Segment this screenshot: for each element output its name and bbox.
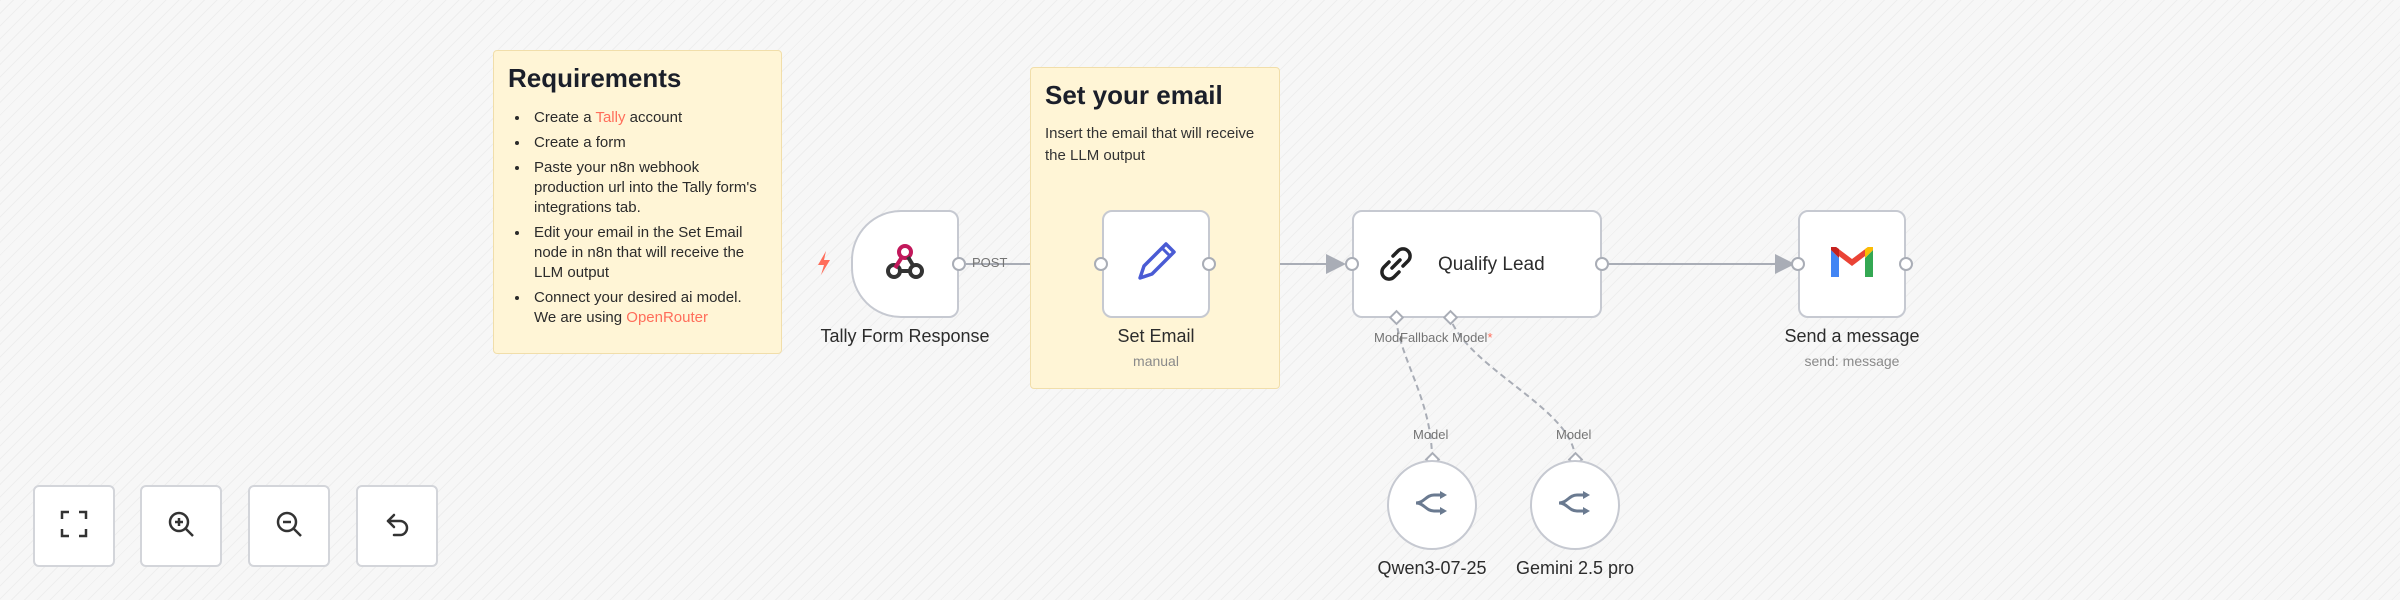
send-message-node-label: Send a message	[1784, 326, 1920, 346]
openrouter-icon	[1414, 490, 1450, 520]
tally-form-response-node[interactable]	[851, 210, 959, 318]
list-item: Edit your email in the Set Email node in…	[530, 223, 767, 283]
qwen-port-label: Model	[1413, 427, 1449, 442]
zoom-in-icon	[166, 509, 196, 544]
zoom-in-button[interactable]	[140, 485, 222, 567]
undo-icon	[382, 509, 412, 544]
webhook-icon	[883, 240, 927, 289]
set-email-input-handle[interactable]	[1094, 257, 1108, 271]
gemini-node-label: Gemini 2.5 pro	[1515, 558, 1635, 578]
qualify-lead-node[interactable]: Qualify Lead	[1352, 210, 1602, 318]
tally-output-handle[interactable]	[952, 257, 966, 271]
openrouter-icon	[1557, 490, 1593, 520]
gemini-model-node[interactable]	[1530, 460, 1620, 550]
tally-node-label: Tally Form Response	[820, 326, 990, 346]
requirements-sticky-note[interactable]: Requirements Create a Tally account Crea…	[493, 50, 782, 354]
qualify-lead-label: Qualify Lead	[1438, 254, 1545, 275]
send-message-input-handle[interactable]	[1791, 257, 1805, 271]
qwen-model-node[interactable]	[1387, 460, 1477, 550]
tally-link[interactable]: Tally	[595, 109, 626, 126]
chain-link-icon	[1374, 242, 1418, 291]
qwen-node-label: Qwen3-07-25	[1377, 558, 1487, 578]
requirements-list: Create a Tally account Create a form Pas…	[508, 108, 767, 328]
gemini-port-label: Model	[1556, 427, 1592, 442]
fallback-model-port-label: Fallback Model*	[1400, 330, 1493, 345]
gmail-icon	[1828, 244, 1876, 285]
list-item: Create a form	[530, 133, 767, 153]
pencil-icon	[1132, 238, 1180, 291]
set-email-node-label: Set Email	[1117, 326, 1195, 346]
trigger-bolt-icon	[816, 251, 832, 280]
set-email-node[interactable]	[1102, 210, 1210, 318]
sticky-title: Set your email	[1045, 80, 1223, 110]
reset-zoom-button[interactable]	[356, 485, 438, 567]
openrouter-link[interactable]: OpenRouter	[626, 309, 708, 326]
sticky-body: Insert the email that will receive the L…	[1045, 125, 1255, 164]
post-edge-label: POST	[972, 255, 1008, 270]
set-email-output-handle[interactable]	[1202, 257, 1216, 271]
send-message-node[interactable]	[1798, 210, 1906, 318]
list-item: Create a Tally account	[530, 108, 767, 128]
model-port-label: Model	[1374, 330, 1402, 345]
list-item: Paste your n8n webhook production url in…	[530, 158, 767, 218]
sticky-title: Requirements	[508, 63, 682, 93]
send-message-node-subtitle: send: message	[1804, 353, 1900, 369]
qualify-output-handle[interactable]	[1595, 257, 1609, 271]
qualify-input-handle[interactable]	[1345, 257, 1359, 271]
list-item: Connect your desired ai model. We are us…	[530, 288, 767, 328]
fit-view-button[interactable]	[33, 485, 115, 567]
zoom-out-icon	[274, 509, 304, 544]
fullscreen-icon	[59, 509, 89, 544]
zoom-out-button[interactable]	[248, 485, 330, 567]
send-message-output-handle[interactable]	[1899, 257, 1913, 271]
set-email-node-subtitle: manual	[1133, 353, 1179, 369]
